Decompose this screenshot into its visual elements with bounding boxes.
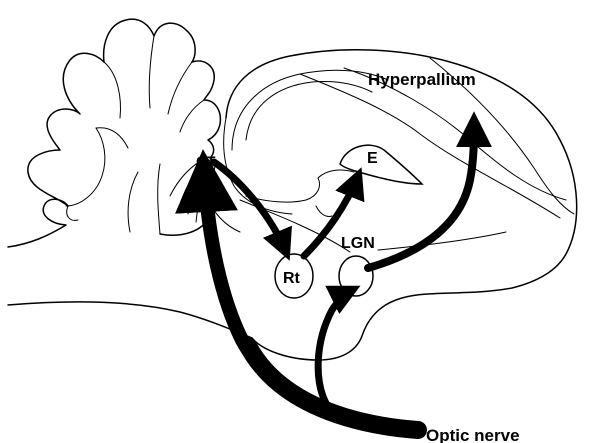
retinogeniculate-tract [318, 290, 352, 410]
optic-nerve-label: Optic nerve [426, 426, 520, 443]
lgn-label: LGN [341, 235, 375, 252]
thalamofugal-tract [368, 122, 474, 268]
tectorotundal-tract [214, 162, 286, 252]
entopallium-label: E [367, 150, 378, 167]
hyperpallium-label: Hyperpallium [368, 70, 476, 89]
lgn-nucleus [339, 256, 373, 296]
rotundus-label: Rt [283, 270, 301, 287]
retinotectal-tract [204, 168, 418, 430]
entopallium-nucleus [340, 145, 422, 184]
optic-tectum-label: OT [196, 153, 216, 169]
